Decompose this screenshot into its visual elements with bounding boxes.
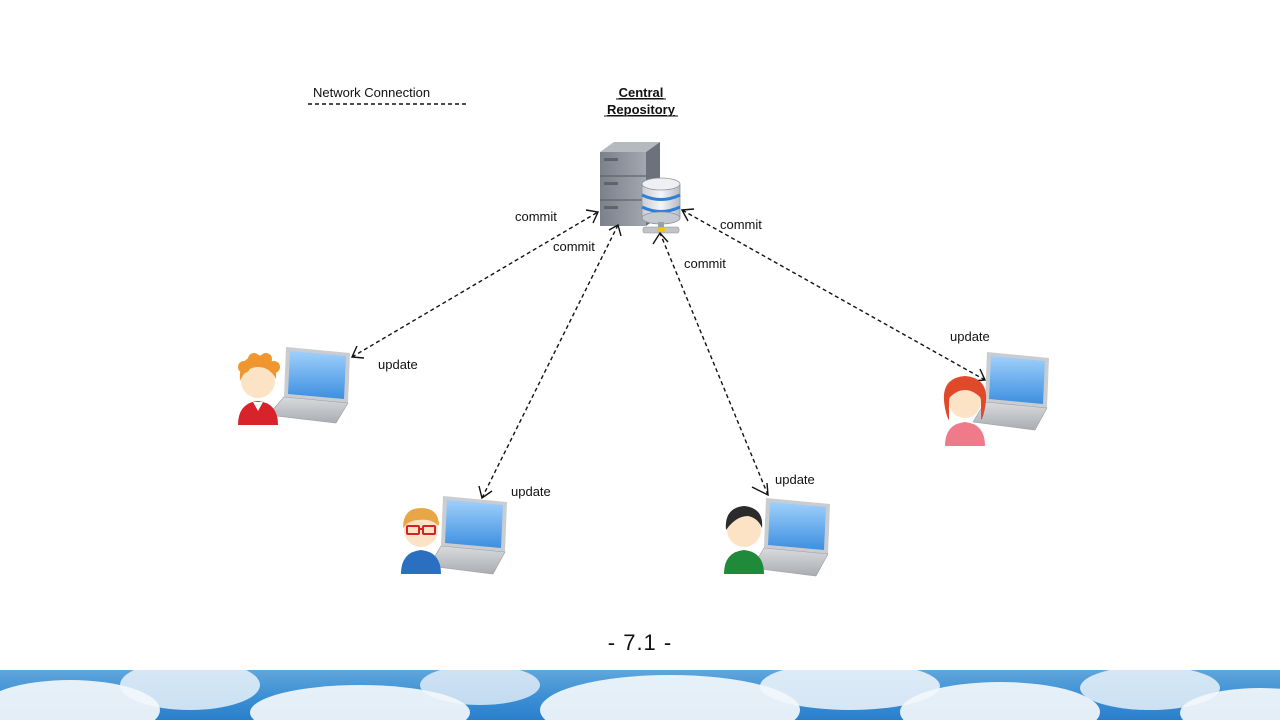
user-avatar-icon — [943, 376, 987, 446]
connection-user-3 — [659, 232, 769, 496]
update-label-3: update — [775, 472, 815, 487]
connection-user-4 — [681, 209, 986, 381]
user-avatar-icon — [401, 508, 441, 574]
laptop-icon — [751, 498, 830, 577]
connection-user-2 — [481, 224, 619, 499]
user-3-workstation — [724, 498, 830, 577]
user-avatar-icon — [724, 506, 764, 574]
update-label-1: update — [378, 357, 418, 372]
user-1-workstation — [238, 347, 350, 425]
commit-label-2: commit — [553, 239, 595, 254]
update-label-2: update — [511, 484, 551, 499]
repository-title-line1: Central — [619, 85, 664, 100]
arrowhead-commit-3 — [652, 231, 669, 245]
connection-user-1 — [351, 211, 599, 358]
legend-label: Network Connection — [313, 85, 430, 100]
arrowhead-commit-2 — [608, 223, 622, 237]
commit-label-3: commit — [684, 256, 726, 271]
repository-title: Central Repository — [604, 85, 678, 117]
laptop-icon — [267, 347, 350, 424]
commit-label-1: commit — [515, 209, 557, 224]
user-2-workstation — [401, 496, 507, 575]
commit-label-4: commit — [720, 217, 762, 232]
page-number: - 7.1 - — [607, 630, 673, 655]
database-icon — [641, 177, 681, 234]
arrowhead-update-3 — [751, 482, 769, 497]
arrowhead-update-1 — [350, 345, 365, 359]
laptop-icon — [972, 352, 1049, 431]
connections — [351, 209, 986, 499]
update-label-4: update — [950, 329, 990, 344]
arrowhead-commit-1 — [585, 209, 600, 224]
arrowhead-update-2 — [478, 485, 493, 500]
edge-labels: commit commit commit commit update updat… — [378, 209, 990, 499]
user-4-workstation — [943, 352, 1049, 446]
legend: Network Connection — [308, 85, 467, 105]
user-avatar-icon — [238, 353, 280, 425]
arrowhead-commit-4 — [680, 208, 695, 222]
repository-title-line2: Repository — [607, 102, 676, 117]
sky-footer-image — [0, 670, 1280, 720]
laptop-icon — [428, 496, 507, 575]
